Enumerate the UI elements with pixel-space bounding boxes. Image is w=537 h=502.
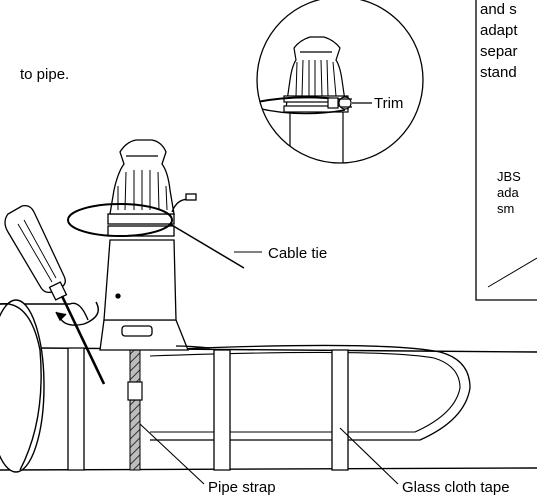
- instruction-text: to pipe.: [20, 66, 69, 83]
- power-connection-kit: [67, 139, 245, 351]
- cable-tie-label: Cable tie: [268, 245, 327, 262]
- note-line-1: and s: [480, 1, 517, 18]
- trim-label: Trim: [374, 95, 403, 112]
- note-box: and s adapt separ stand JBS ada sm: [475, 0, 537, 301]
- note-line-7: sm: [497, 201, 514, 216]
- glass-cloth-tape-label: Glass cloth tape: [402, 479, 510, 496]
- detail-circle: Trim: [256, 0, 424, 164]
- note-line-2: adapt: [480, 22, 518, 39]
- pipe: [0, 299, 537, 473]
- note-line-4: stand: [480, 64, 517, 81]
- curved-arrow-icon: [55, 301, 99, 326]
- note-line-6: ada: [497, 185, 519, 200]
- note-line-5: JBS: [497, 169, 521, 184]
- screwdriver-icon: [4, 204, 106, 385]
- pipe-strap-label: Pipe strap: [208, 479, 276, 496]
- note-line-3: separ: [480, 43, 518, 60]
- pipe-strap: [127, 333, 143, 471]
- leader-lines: [139, 251, 399, 485]
- glass-cloth-tape: [67, 347, 349, 471]
